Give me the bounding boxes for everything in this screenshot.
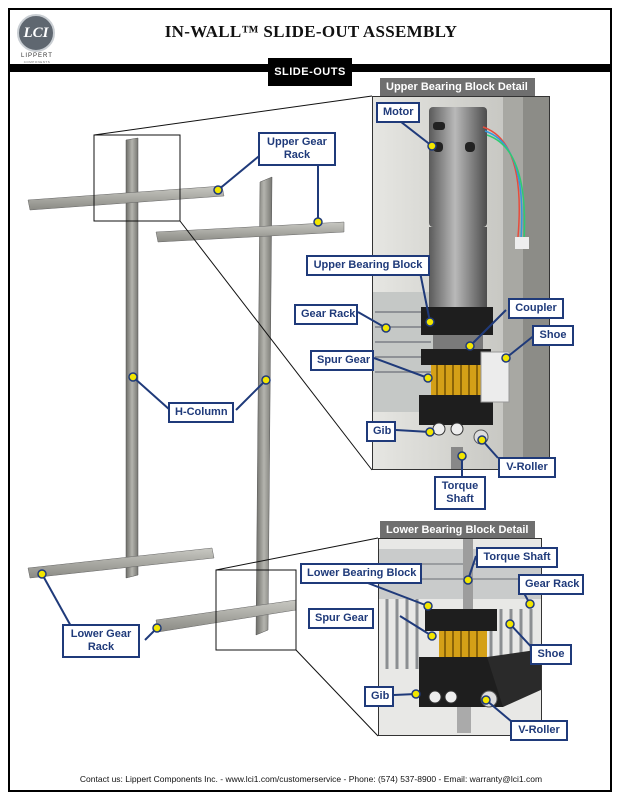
callout-lower-gear-rack: Lower Gear Rack [62,624,140,658]
callout-v-roller-upper: V-Roller [498,457,556,478]
logo-wordmark: LIPPERT [21,53,53,59]
callout-gib-lower: Gib [364,686,394,707]
lower-zoom-frame [215,569,297,651]
left-h-column [27,137,225,579]
callout-upper-bearing-block: Upper Bearing Block [306,255,430,276]
upper-detail-photo [372,96,550,470]
callout-spur-gear-lower: Spur Gear [308,608,374,629]
callout-gear-rack-upper: Gear Rack [294,304,358,325]
logo-badge: LCI [17,14,55,52]
callout-lower-bearing-block: Lower Bearing Block [300,563,422,584]
callout-gear-rack-lower: Gear Rack [518,574,584,595]
callout-gib-upper: Gib [366,421,396,442]
callout-shoe-lower: Shoe [530,644,572,665]
callout-v-roller-lower: V-Roller [510,720,568,741]
callout-h-column: H-Column [168,402,234,423]
callout-torque-shaft-lower: Torque Shaft [476,547,558,568]
callout-motor: Motor [376,102,420,123]
upper-detail-illustration [373,97,549,469]
upper-zoom-frame [93,134,181,222]
right-h-column [155,176,345,636]
callout-torque-shaft-upper: Torque Shaft [434,476,486,510]
footer-contact: Contact us: Lippert Components Inc. - ww… [79,774,543,784]
lower-detail-header: Lower Bearing Block Detail [380,521,535,539]
logo-subtext: COMPONENTS [23,60,51,64]
callout-coupler: Coupler [508,298,564,319]
section-tab: SLIDE-OUTS [268,58,352,86]
callout-dots [37,141,535,705]
upper-detail-header: Upper Bearing Block Detail [380,78,535,96]
callout-spur-gear-upper: Spur Gear [310,350,374,371]
page-title: IN-WALL™ SLIDE-OUT ASSEMBLY [164,22,458,41]
page-frame [8,8,612,792]
lci-logo: LCI LIPPERT COMPONENTS [14,14,60,64]
callout-upper-gear-rack: Upper Gear Rack [258,132,336,166]
callout-shoe-upper: Shoe [532,325,574,346]
